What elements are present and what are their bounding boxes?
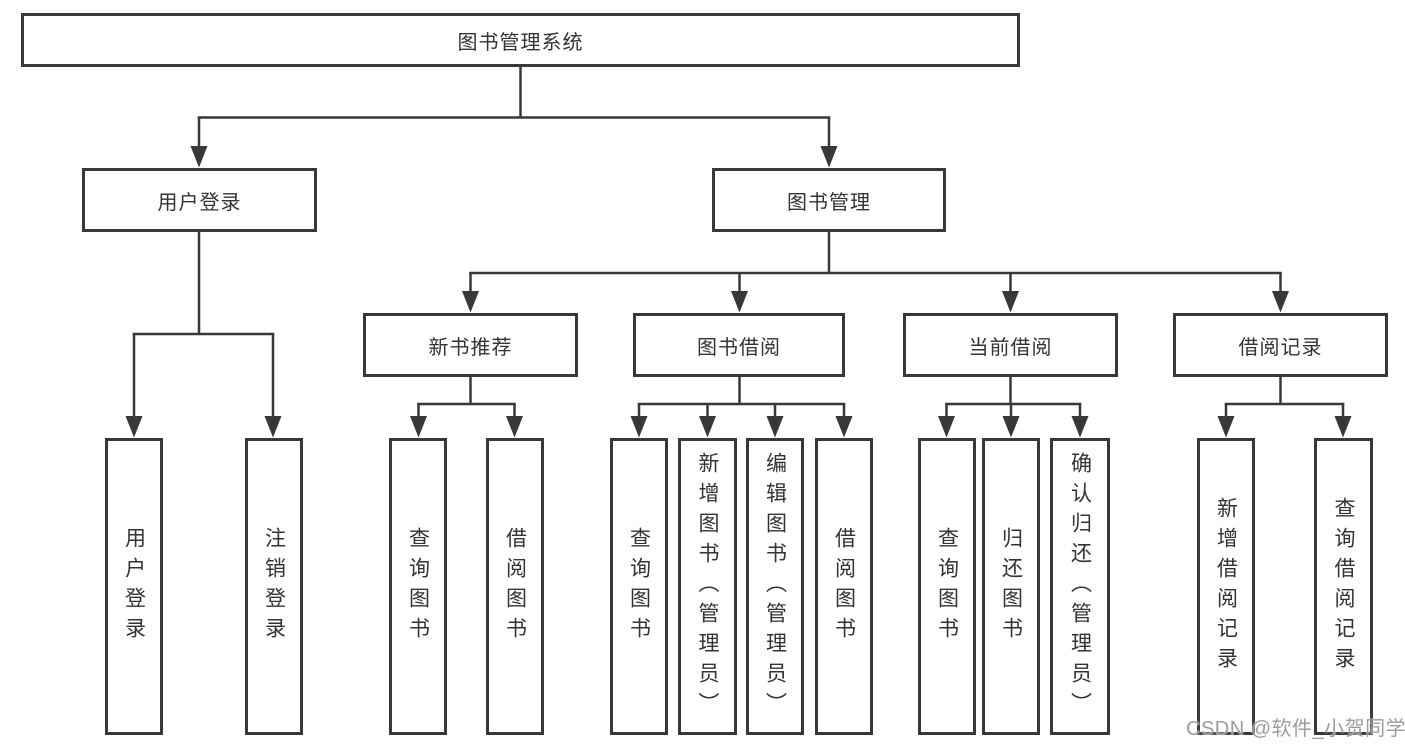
- leaf-current-confirm-return-admin: 确认归还（管理员）: [1050, 438, 1110, 735]
- connector-bookmgmt-to-level3: [462, 231, 1289, 313]
- leaf-borrowing-query-books-label: 查询图书: [627, 526, 651, 647]
- leaf-records-add-record-label: 新增借阅记录: [1214, 496, 1238, 677]
- leaf-current-return-books-label: 归还图书: [999, 526, 1023, 647]
- leaf-current-query-books: 查询图书: [918, 438, 976, 735]
- leaf-records-add-record: 新增借阅记录: [1197, 438, 1255, 735]
- connector-userlogin-to-leaves: [125, 231, 282, 438]
- connector-borrowrecords-to-leaves: [1217, 376, 1352, 438]
- leaf-borrowing-borrow-books: 借阅图书: [815, 438, 873, 735]
- node-borrowing-records-label: 借阅记录: [1238, 336, 1323, 359]
- connector-bookborrow-to-leaves: [630, 376, 853, 438]
- connector-currentborrow-to-leaves: [938, 376, 1089, 438]
- leaf-user-login-label: 用户登录: [122, 526, 146, 647]
- leaf-logout-label: 注销登录: [262, 526, 286, 647]
- node-new-book-recommend: 新书推荐: [363, 313, 578, 377]
- node-root-system: 图书管理系统: [21, 13, 1020, 67]
- node-book-management-label: 图书管理: [787, 191, 871, 214]
- leaf-records-query-record: 查询借阅记录: [1314, 438, 1373, 735]
- leaf-borrowing-add-books-admin: 新增图书（管理员）: [678, 438, 737, 735]
- connector-newbooks-to-leaves: [410, 376, 523, 438]
- leaf-recommend-borrow-books: 借阅图书: [486, 438, 544, 735]
- node-current-borrowing-label: 当前借阅: [968, 336, 1053, 359]
- csdn-watermark: CSDN @软件_小贺同学: [1186, 718, 1405, 740]
- leaf-current-return-books: 归还图书: [982, 438, 1040, 735]
- node-root-system-label: 图书管理系统: [457, 31, 584, 54]
- leaf-current-confirm-return-admin-label: 确认归还（管理员）: [1068, 451, 1092, 722]
- node-user-login-label: 用户登录: [157, 191, 242, 214]
- node-book-borrowing-label: 图书借阅: [697, 336, 781, 359]
- node-book-management: 图书管理: [712, 168, 946, 232]
- node-book-borrowing: 图书借阅: [633, 313, 845, 377]
- leaf-borrowing-edit-books-admin-label: 编辑图书（管理员）: [763, 451, 787, 722]
- node-new-book-recommend-label: 新书推荐: [428, 336, 513, 359]
- leaf-user-login: 用户登录: [105, 438, 163, 735]
- leaf-current-query-books-label: 查询图书: [935, 526, 959, 647]
- leaf-borrowing-borrow-books-label: 借阅图书: [832, 526, 856, 647]
- connector-root-to-level2: [190, 67, 838, 168]
- leaf-records-query-record-label: 查询借阅记录: [1332, 496, 1355, 677]
- leaf-borrowing-edit-books-admin: 编辑图书（管理员）: [746, 438, 804, 735]
- node-user-login: 用户登录: [82, 168, 317, 232]
- node-current-borrowing: 当前借阅: [903, 313, 1118, 377]
- leaf-recommend-query-books-label: 查询图书: [406, 526, 430, 647]
- leaf-borrowing-add-books-admin-label: 新增图书（管理员）: [696, 451, 719, 722]
- node-borrowing-records: 借阅记录: [1173, 313, 1388, 377]
- leaf-recommend-query-books: 查询图书: [389, 438, 447, 735]
- leaf-logout: 注销登录: [245, 438, 303, 735]
- leaf-recommend-borrow-books-label: 借阅图书: [503, 526, 527, 647]
- leaf-borrowing-query-books: 查询图书: [610, 438, 668, 735]
